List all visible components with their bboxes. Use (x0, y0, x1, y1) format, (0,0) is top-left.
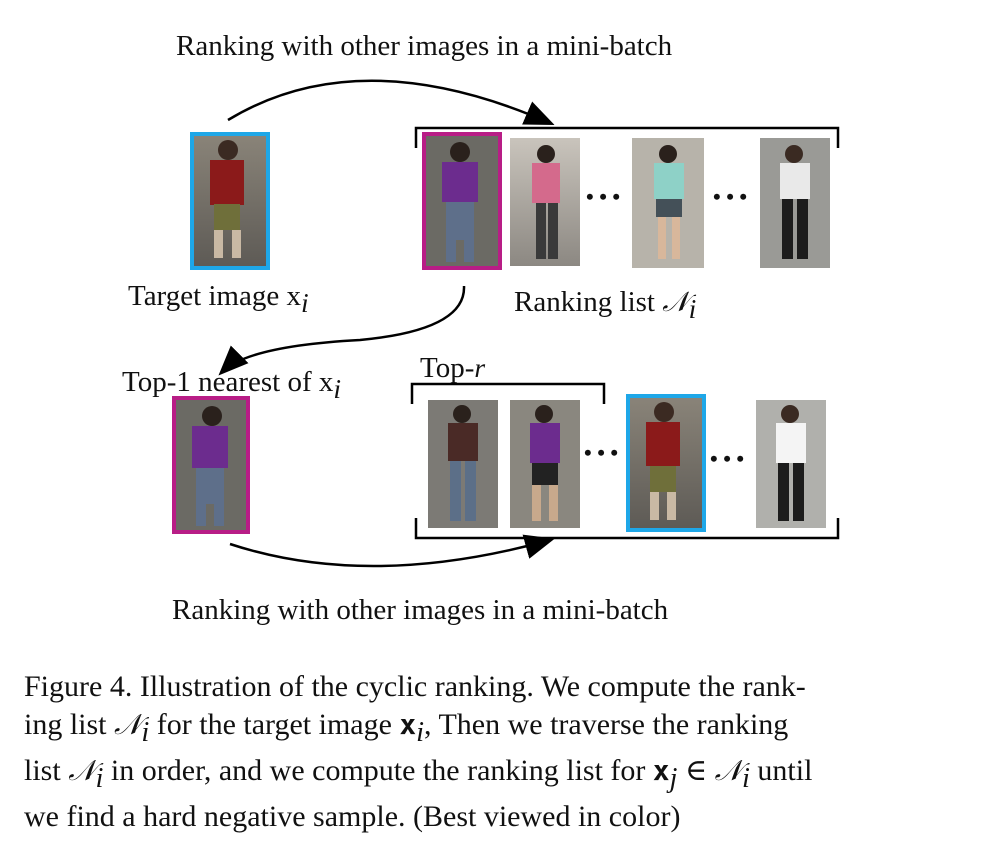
ellipsis-4: • • • (710, 446, 745, 471)
second-ranking-bracket (414, 518, 840, 540)
top1-nearest-image (172, 396, 250, 534)
bottom-arrow (229, 534, 555, 568)
top-arrow (227, 79, 555, 126)
caption-line-4: we find a hard negative sample. (Best vi… (24, 800, 681, 833)
caption-line-2: ing list 𝒩i for the target image xi, The… (24, 708, 789, 748)
top-r-bracket (410, 382, 606, 404)
target-image-label: Target image xi (128, 280, 309, 318)
caption-line-1: Figure 4. Illustration of the cyclic ran… (24, 670, 806, 703)
diagram-canvas (172, 79, 840, 568)
second-ranking-image-4 (756, 400, 826, 528)
ellipsis-2: • • • (713, 184, 748, 209)
figure-caption: Figure 4. Illustration of the cyclic ran… (24, 668, 964, 836)
nearest-arrow (218, 285, 466, 376)
bottom-arrow-label: Ranking with other images in a mini-batc… (172, 594, 669, 626)
second-ranking-image-2 (510, 400, 580, 528)
ranking-list-bracket (414, 126, 840, 148)
second-ranking-target-image (626, 394, 706, 532)
ranking-list-label: Ranking list 𝒩i (514, 286, 697, 324)
ranking-image-2 (510, 138, 580, 266)
second-ranking-image-1 (428, 400, 498, 528)
ellipsis-1: • • • (586, 184, 621, 209)
top1-nearest-label: Top-1 nearest of xi (122, 366, 342, 404)
top-r-label: Top-r (420, 352, 486, 384)
ranking-image-1 (422, 132, 502, 270)
target-image (190, 132, 270, 270)
ellipsis-3: • • • (584, 440, 619, 465)
ranking-image-3 (632, 138, 704, 268)
ranking-image-4 (760, 138, 830, 268)
top-arrow-label: Ranking with other images in a mini-batc… (176, 30, 673, 62)
caption-line-3: list 𝒩i in order, and we compute the ran… (24, 754, 813, 794)
